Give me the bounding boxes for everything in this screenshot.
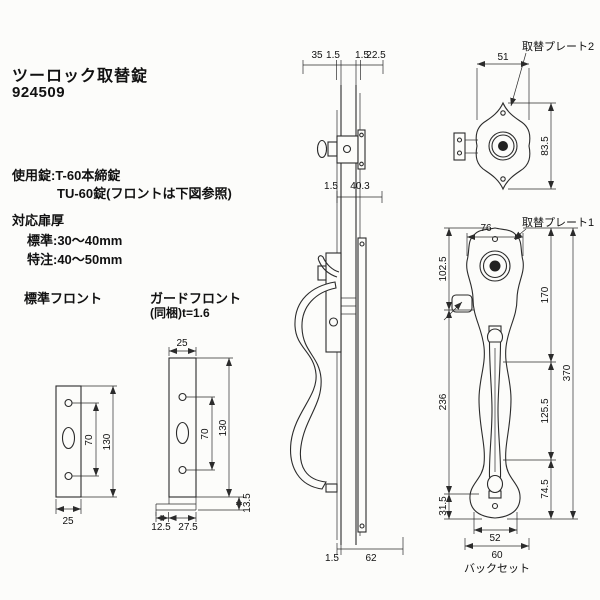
thumb-lever-profile <box>317 255 340 278</box>
dim-guard-front-hole-pitch: 70 <box>200 428 211 440</box>
spec-lock-line2: TU-60錠(フロントは下図参照) <box>57 186 232 201</box>
keyway <box>498 141 508 151</box>
std-front-drawing <box>55 385 82 498</box>
thumbturn-base <box>327 141 338 157</box>
dim-side-case-depth: 40.3 <box>350 181 370 192</box>
screw-hole <box>491 502 499 510</box>
handle-plate-edge <box>357 237 367 533</box>
plate2-label: 取替プレート2 <box>522 39 594 53</box>
dim-plate1-width: 76 <box>480 223 492 234</box>
dim-plate1-left-upper: 102.5 <box>438 256 449 281</box>
handle-side-view <box>289 255 340 493</box>
pull-handle <box>486 325 504 499</box>
guard-front-sublabel: (同梱)t=1.6 <box>150 306 210 320</box>
latch-front-detail <box>443 294 473 321</box>
deadbolt-case <box>336 135 359 164</box>
dim-guard-front-tab-left: 12.5 <box>151 522 171 533</box>
dim-guard-front-height: 130 <box>218 419 229 436</box>
dim-side-plate-t-right: 1.5 <box>355 50 369 61</box>
dim-plate1-overall: 370 <box>562 364 573 381</box>
front-view-drawing <box>443 101 531 519</box>
backset-label: バックセット <box>464 562 530 575</box>
deadbolt-side-view <box>316 129 366 170</box>
plate1-drawing <box>443 227 524 519</box>
spec-thickness-custom: 特注:40〜50mm <box>27 252 123 267</box>
screw-hole <box>359 161 364 167</box>
screw-hole <box>500 176 506 182</box>
front-view-dimensions: 51 取替プレート2 83.5 取替プレート1 76 102 <box>438 39 594 575</box>
plate1-label: 取替プレート1 <box>522 215 594 229</box>
spec-lock-line1: 使用錠:T-60本締錠 <box>12 168 121 183</box>
dim-plate2-width: 51 <box>497 52 509 63</box>
guard-front-drawing <box>155 357 197 516</box>
std-front-label: 標準フロント <box>24 291 103 306</box>
cylinder-ring-inner <box>491 134 515 158</box>
model-number: 924509 <box>12 84 66 101</box>
screw-hole <box>359 523 365 529</box>
dim-side-case-t: 1.5 <box>324 181 338 192</box>
dim-side-left-projection: 35 <box>311 50 323 61</box>
cylinder-ring-outer <box>479 250 511 282</box>
cylinder-plate-edge <box>357 129 366 170</box>
dim-plate2-height: 83.5 <box>540 136 551 156</box>
guard-front-bent-tab <box>155 497 197 516</box>
dim-plate1-right-lower: 74.5 <box>540 479 551 499</box>
screw-hole <box>456 150 463 156</box>
dim-guard-front-width: 25 <box>176 338 188 349</box>
dim-side-bottom-t: 1.5 <box>325 553 339 564</box>
screw-hole <box>359 132 364 138</box>
guard-front-dimensions: 25 70 130 13.5 12.5 27.5 <box>151 338 253 533</box>
lock-case-hole <box>328 317 339 327</box>
guard-front-plate-outline <box>168 357 197 498</box>
plate2-drawing <box>453 101 531 191</box>
screw-hole <box>500 110 506 116</box>
screw-hole <box>456 137 463 143</box>
dim-plate1-right-upper: 170 <box>540 286 551 303</box>
dim-side-right-projection: 22.5 <box>366 50 386 61</box>
side-view-dimensions: 35 1.5 1.5 22.5 1.5 40.3 1.5 62 <box>302 50 404 564</box>
dim-plate1-right-middle: 125.5 <box>540 398 551 423</box>
lock-case-side-view <box>317 237 367 533</box>
deadbolt-screw <box>342 144 352 154</box>
dim-plate1-left-lower: 31.5 <box>438 496 449 516</box>
std-front-dimensions: 70 130 25 <box>55 385 117 527</box>
std-front-bolt-hole <box>61 426 76 450</box>
dim-std-front-hole-pitch: 70 <box>84 434 95 446</box>
spec-thickness-standard: 標準:30〜40mm <box>27 233 123 248</box>
guard-front-label: ガードフロント <box>150 291 242 306</box>
screw-hole <box>359 241 365 247</box>
cylinder-side-detail <box>453 132 466 161</box>
lock-case-body <box>325 252 342 353</box>
handle-foot <box>325 483 338 493</box>
thumbturn-knob <box>316 139 328 159</box>
cylinder-ring-inner <box>482 253 508 279</box>
dim-std-front-height: 130 <box>102 433 113 450</box>
dim-std-front-width: 25 <box>62 516 74 527</box>
dim-plate1-bottom-width: 52 <box>489 533 501 544</box>
std-front-plate-outline <box>55 385 82 498</box>
handle-grip-profile <box>289 281 337 490</box>
dim-guard-front-tab-right: 27.5 <box>178 522 198 533</box>
lock-case-stop <box>317 265 327 281</box>
dim-plate1-left-middle: 236 <box>438 393 449 410</box>
dim-side-plate-t-left: 1.5 <box>326 50 340 61</box>
cylinder-ring-outer <box>488 131 518 161</box>
guard-front-bolt-hole <box>175 421 190 445</box>
side-view-drawing <box>289 85 367 545</box>
dim-guard-front-tab-height: 13.5 <box>242 493 253 513</box>
handle-ball-bottom <box>486 474 504 494</box>
keyway <box>489 260 501 272</box>
dim-backset: 60 <box>491 550 503 561</box>
page-title: ツーロック取替錠 <box>12 68 149 85</box>
dim-side-bottom-depth: 62 <box>365 553 377 564</box>
spec-thickness-title: 対応扉厚 <box>12 213 65 228</box>
